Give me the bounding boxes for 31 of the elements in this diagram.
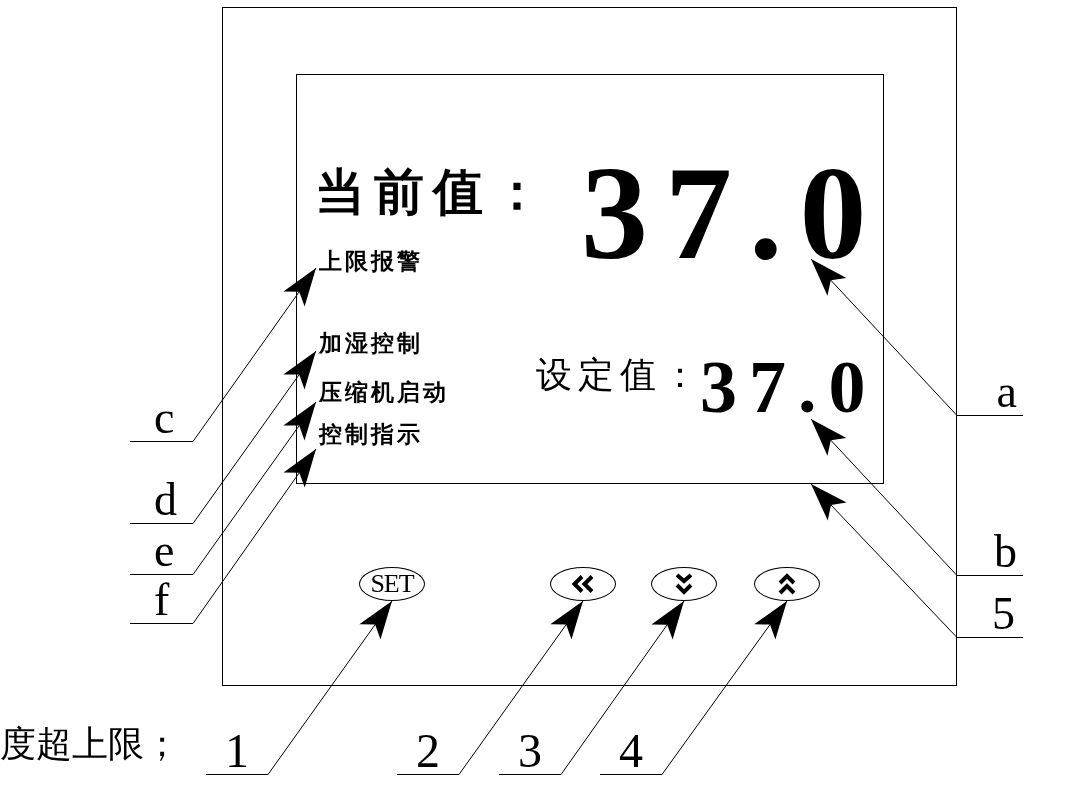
callout-number: 2 [397, 727, 459, 775]
leader-arrow [661, 600, 788, 775]
leader-arrow [560, 600, 685, 775]
callout-letter: a [957, 368, 1023, 416]
indicator-label: 控制指示 [316, 422, 423, 450]
panel-frame [222, 7, 957, 686]
leader-arrow [810, 258, 958, 416]
leader-arrow [810, 483, 958, 638]
readout-value: 37.0 [581, 168, 867, 259]
callout-number: 1 [206, 727, 268, 775]
display-screen [296, 74, 884, 484]
callout-number: 3 [499, 727, 561, 775]
callout-number: 4 [600, 727, 662, 775]
callout-letter: d [130, 476, 193, 524]
callout-letter: c [130, 394, 193, 442]
callout-letter: e [130, 527, 193, 575]
leader-arrow [267, 600, 393, 775]
leader-arrow [458, 600, 584, 775]
note-text: 度超上限； [0, 724, 180, 764]
leader-arrow [192, 350, 317, 524]
leader-arrow [192, 401, 317, 575]
display-label: 当前值： [315, 165, 551, 219]
leader-arrow [810, 418, 958, 576]
leader-arrow [192, 267, 317, 442]
callout-letter: b [957, 528, 1023, 576]
callout-letter: f [130, 576, 193, 624]
indicator-label: 加湿控制 [316, 331, 423, 359]
indicator-label: 上限报警 [316, 249, 423, 277]
callout-number: 5 [957, 590, 1023, 638]
leader-arrow [192, 448, 317, 624]
indicator-label: 压缩机启动 [316, 380, 449, 408]
